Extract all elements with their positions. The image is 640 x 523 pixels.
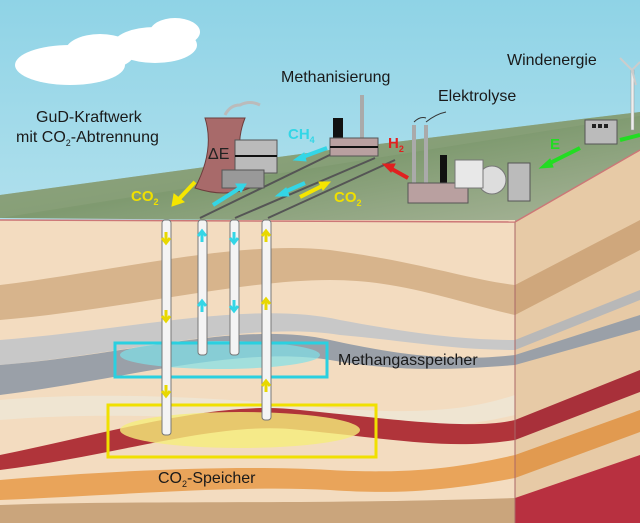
ch4-flow-label: CH4 — [288, 126, 315, 145]
well-flow-arrows — [160, 228, 272, 399]
gud-abtrennung-label: mit CO2-Abtrennung — [16, 129, 159, 152]
co2-flow-label-left: CO2 — [131, 188, 159, 207]
methanisierung-label: Methanisierung — [281, 69, 391, 86]
delta-e-label: ΔE — [208, 146, 230, 163]
wind-turbine — [584, 57, 640, 145]
flow-text: CH — [288, 126, 310, 143]
co2-flow-label-right: CO2 — [334, 189, 362, 208]
elektrolyse-label: Elektrolyse — [438, 88, 517, 105]
methanation-plant — [329, 95, 379, 157]
co2-storage-box — [106, 403, 378, 459]
rock-layers — [0, 248, 515, 523]
co2-deposit — [120, 412, 360, 448]
flow-text: CO — [131, 188, 154, 205]
gud-label-text: mit CO — [16, 129, 66, 146]
flow-sub: 2 — [356, 198, 362, 208]
h2-flow-label: H2 — [388, 135, 404, 154]
flow-text: CO — [334, 189, 357, 206]
pipelines — [199, 149, 396, 219]
flow-sub: 2 — [398, 144, 404, 154]
windenergie-label: Windenergie — [507, 52, 597, 69]
co2-speicher-text: CO — [158, 470, 182, 487]
electrolysis-plant — [407, 111, 531, 204]
co2-speicher-text-end: -Speicher — [187, 470, 256, 487]
e-flow-label: E — [550, 136, 561, 153]
methangasspeicher-label: Methangasspeicher — [338, 352, 478, 369]
flow-sub: 2 — [153, 197, 159, 207]
methane-storage-box — [113, 341, 329, 379]
methane-gas-deposit — [120, 341, 320, 369]
wells — [161, 219, 272, 436]
co2-speicher-sub: 2 — [182, 479, 188, 490]
co2-speicher-label: CO2-Speicher — [158, 470, 256, 493]
gud-kraftwerk-label: GuD-Kraftwerk — [36, 109, 142, 126]
gud-label-sub: 2 — [65, 138, 71, 149]
flow-sub: 4 — [309, 135, 315, 145]
clouds — [15, 18, 200, 85]
flow-arrows — [171, 133, 640, 207]
flow-text: H — [388, 135, 399, 152]
gud-label-text-end: -Abtrennung — [70, 129, 159, 146]
